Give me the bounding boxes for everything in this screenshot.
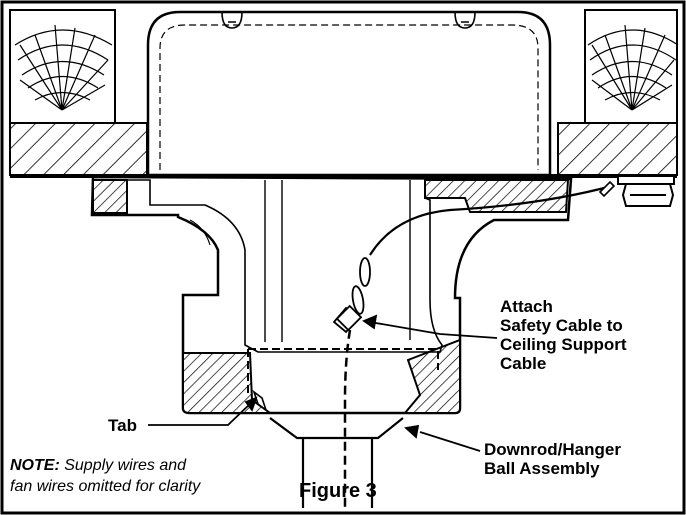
ceiling-support-cable — [369, 184, 613, 256]
ceiling-left — [9, 122, 148, 176]
downrod-assembly — [269, 417, 404, 508]
downrod-label-line-1: Downrod/Hanger — [484, 440, 621, 459]
attach-safety-cable-label: Attach Safety Cable to Ceiling Support C… — [500, 297, 627, 373]
note-text-line-1: Supply wires and — [59, 457, 187, 474]
attach-label-line-2: Safety Cable to — [500, 316, 623, 335]
safety-cable-dashed — [343, 329, 352, 508]
right-joist-end-grain — [584, 9, 679, 124]
leader-downrod — [404, 424, 481, 452]
downrod-label-line-2: Ball Assembly — [484, 459, 600, 478]
attach-label-line-3: Ceiling Support — [500, 335, 627, 354]
downrod-hanger-label: Downrod/Hanger Ball Assembly — [484, 440, 621, 478]
note-block: NOTE: Supply wires and fan wires omitted… — [10, 455, 200, 497]
note-text-line-2: fan wires omitted for clarity — [10, 478, 201, 495]
note-prefix: NOTE: — [10, 457, 60, 474]
figure-title: Figure 3 — [299, 480, 377, 502]
note-line-1: NOTE: Supply wires and — [10, 455, 200, 476]
attach-label-line-4: Cable — [500, 354, 547, 373]
hanger-bracket — [90, 175, 573, 415]
leader-tab — [148, 396, 258, 426]
outlet-box — [146, 10, 552, 177]
attach-label-line-1: Attach — [500, 297, 553, 316]
ceiling-right — [557, 122, 678, 176]
support-cable-nut — [617, 175, 675, 207]
tab-label: Tab — [108, 416, 137, 435]
left-joist-end-grain — [9, 9, 116, 124]
safety-cable-link — [332, 257, 371, 334]
leader-attach — [362, 314, 498, 339]
